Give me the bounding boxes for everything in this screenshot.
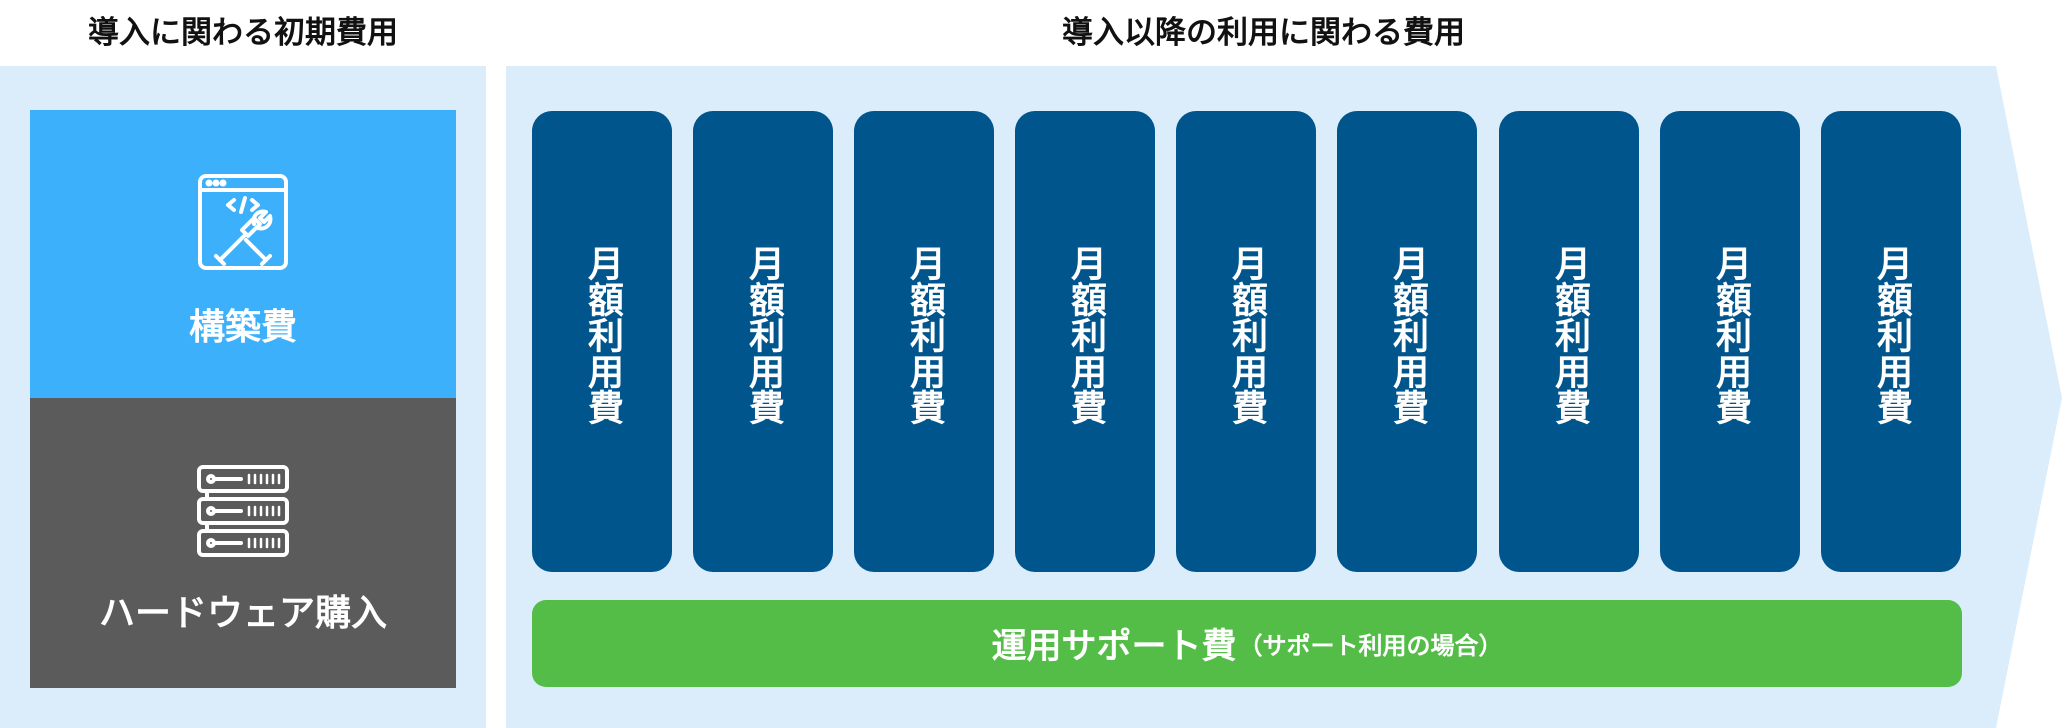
monthly-fee-box: 月額利用費 bbox=[1821, 111, 1961, 572]
ongoing-cost-heading: 導入以降の利用に関わる費用 bbox=[1062, 15, 1465, 51]
monthly-fee-box: 月額利用費 bbox=[532, 111, 672, 572]
monthly-fee-label: 月額利用費 bbox=[1065, 245, 1106, 425]
monthly-fee-label: 月額利用費 bbox=[904, 245, 945, 425]
support-fee-bar: 運用サポート費 （サポート利用の場合） bbox=[532, 600, 1962, 687]
web-dev-tools-icon bbox=[198, 174, 288, 276]
monthly-fee-label: 月額利用費 bbox=[582, 245, 623, 425]
construction-cost-box: 構築費 bbox=[30, 110, 456, 398]
support-fee-label: 運用サポート費 bbox=[991, 627, 1237, 667]
monthly-fee-box: 月額利用費 bbox=[1660, 111, 1800, 572]
monthly-fee-label: 月額利用費 bbox=[743, 245, 784, 425]
monthly-fee-box: 月額利用費 bbox=[693, 111, 833, 572]
server-rack-icon bbox=[197, 465, 289, 561]
monthly-fee-box: 月額利用費 bbox=[1015, 111, 1155, 572]
monthly-fee-box: 月額利用費 bbox=[1499, 111, 1639, 572]
monthly-fee-label: 月額利用費 bbox=[1387, 245, 1428, 425]
monthly-fee-label: 月額利用費 bbox=[1226, 245, 1267, 425]
construction-cost-label: 構築費 bbox=[188, 307, 297, 348]
monthly-fee-box: 月額利用費 bbox=[1337, 111, 1477, 572]
monthly-fee-label: 月額利用費 bbox=[1710, 245, 1751, 425]
hardware-purchase-label: ハードウェア購入 bbox=[98, 593, 387, 634]
monthly-fee-box: 月額利用費 bbox=[854, 111, 994, 572]
initial-cost-heading: 導入に関わる初期費用 bbox=[88, 15, 398, 51]
support-fee-note: （サポート利用の場合） bbox=[1238, 632, 1503, 660]
monthly-fee-label: 月額利用費 bbox=[1549, 245, 1590, 425]
hardware-purchase-box: ハードウェア購入 bbox=[30, 398, 456, 688]
monthly-fee-box: 月額利用費 bbox=[1176, 111, 1316, 572]
monthly-fee-label: 月額利用費 bbox=[1871, 245, 1912, 425]
